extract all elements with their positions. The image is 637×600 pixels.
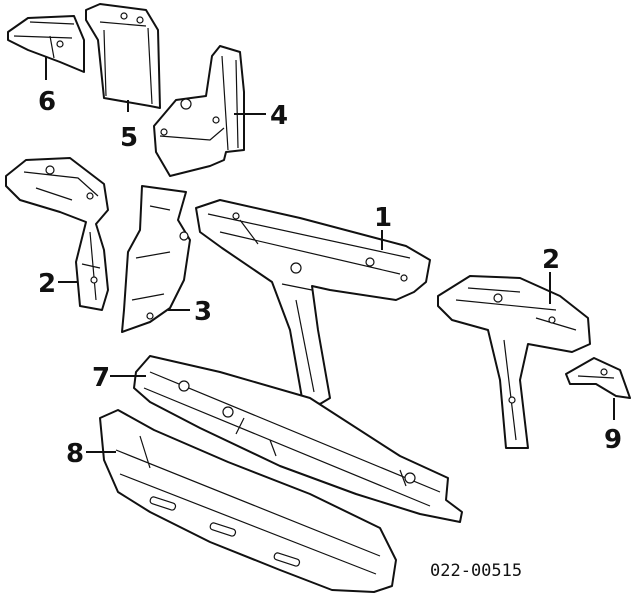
part-3-splash-shield bbox=[121, 185, 191, 333]
callout-1: 1 bbox=[374, 203, 392, 233]
part-1-upper-support bbox=[195, 199, 431, 405]
part-2-left-support bbox=[5, 157, 109, 311]
callout-6: 6 bbox=[38, 87, 56, 117]
part-8-valance bbox=[99, 409, 397, 593]
part-9-bracket bbox=[565, 357, 631, 399]
callout-7: 7 bbox=[92, 363, 110, 393]
callout-9: 9 bbox=[604, 425, 622, 455]
callout-2-right: 2 bbox=[542, 245, 560, 275]
callout-8: 8 bbox=[66, 439, 84, 469]
callout-2-left: 2 bbox=[38, 269, 56, 299]
leader-lines bbox=[45, 56, 615, 453]
part-2-right-support bbox=[437, 275, 591, 449]
part-6-bracket bbox=[7, 15, 85, 73]
part-4-air-guide bbox=[153, 45, 245, 177]
part-5-plate bbox=[85, 3, 161, 109]
part-7-lower-support bbox=[133, 355, 463, 523]
callout-4: 4 bbox=[270, 101, 288, 131]
callout-5: 5 bbox=[120, 123, 138, 153]
callout-3: 3 bbox=[194, 297, 212, 327]
reference-code: 022-00515 bbox=[430, 561, 522, 581]
